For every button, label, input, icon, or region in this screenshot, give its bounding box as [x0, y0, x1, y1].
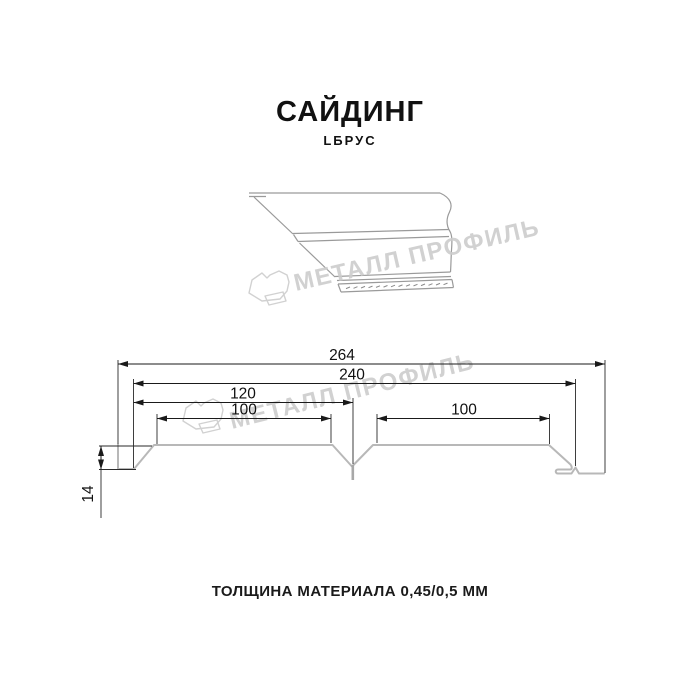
dim-label-right-panel: 100: [451, 402, 477, 419]
dim-label-height: 14: [80, 485, 97, 503]
dim-label-left-module: 120: [230, 386, 256, 403]
product-subtitle: LБРУС: [323, 133, 377, 148]
page-title: САЙДИНГ: [276, 96, 424, 128]
cross-section-drawing: [117, 443, 605, 480]
dim-label-cover: 240: [339, 367, 365, 384]
watermark-logo-icon: [248, 270, 290, 306]
material-thickness-note: ТОЛЩИНА МАТЕРИАЛА 0,45/0,5 ММ: [211, 583, 489, 600]
dim-label-left-panel: 100: [231, 402, 257, 419]
dimension-lines: 264 240 120 100 100 14: [80, 347, 606, 518]
watermark-logo-icon: [182, 398, 224, 434]
dim-label-overall: 264: [329, 347, 355, 364]
perspective-sketch: [249, 192, 455, 293]
watermark-upper: МЕТАЛЛ ПРОФИЛЬ: [248, 214, 542, 306]
perforation-marks: [345, 282, 448, 290]
